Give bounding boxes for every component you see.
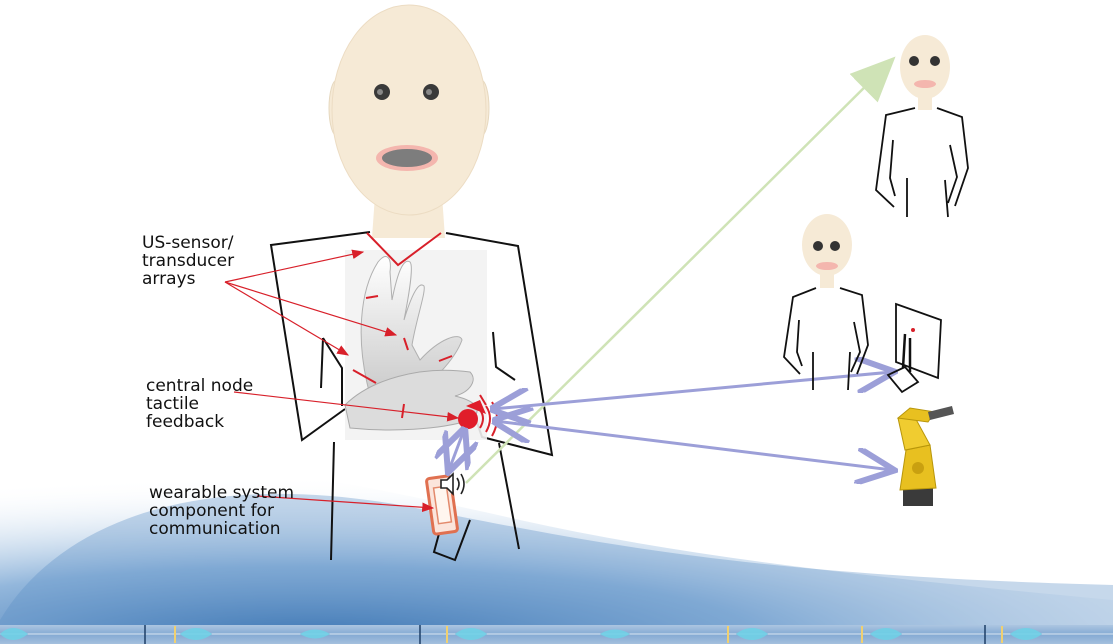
head: [332, 5, 486, 215]
waveform-strip: [0, 625, 1113, 644]
label-central-node: central node tactile feedback: [146, 377, 253, 431]
label-wearable-component: wearable system component for communicat…: [149, 484, 294, 538]
link-to-computer: [493, 372, 892, 409]
main-figure: [271, 5, 552, 560]
person-with-computer: [784, 214, 868, 390]
link-to-robot: [495, 421, 892, 470]
robot-arm-icon: [898, 406, 954, 506]
monitor-icon: [888, 304, 941, 392]
label-us-sensor-arrays: US-sensor/ transducer arrays: [142, 234, 234, 288]
